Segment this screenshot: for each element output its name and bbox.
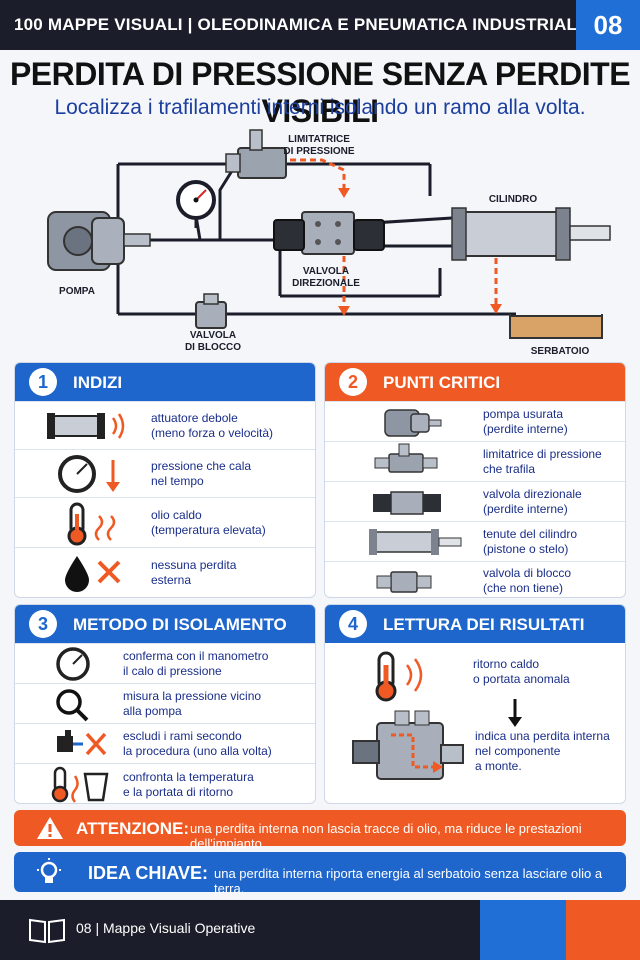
- pump-component: [47, 211, 151, 271]
- list-item: misura la pressione vicino alla pompa: [15, 683, 315, 723]
- panel-number: 3: [29, 610, 57, 638]
- block-valve-component: [195, 293, 227, 329]
- tank-label: SERBATOIO: [530, 346, 590, 357]
- item-text: escludi i rami secondo la procedura (uno…: [123, 729, 272, 758]
- panel-indizi: 1 INDIZI attuatore debole (meno forza o …: [14, 362, 316, 598]
- warning-banner: ATTENZIONE: una perdita interna non lasc…: [14, 810, 626, 851]
- block-valve-label: VALVOLA DI BLOCCO: [184, 330, 242, 353]
- key-idea-text: una perdita interna riporta energia al s…: [214, 866, 603, 896]
- item-text: limitatrice di pressione che trafila: [483, 447, 602, 476]
- list-item: escludi i rami secondo la procedura (uno…: [15, 723, 315, 763]
- book-icon: [29, 918, 65, 944]
- warning-label: ATTENZIONE:: [76, 819, 190, 838]
- panel-title: PUNTI CRITICI: [383, 373, 501, 392]
- panel-punti-critici: 2 PUNTI CRITICI pompa usurata (perdite i…: [324, 362, 626, 598]
- weak-actuator-icon: [47, 413, 125, 439]
- cylinder-component: [451, 207, 611, 261]
- footer-orange-block: [566, 900, 640, 960]
- top-bar: 100 MAPPE VISUALI | OLEODINAMICA E PNEUM…: [0, 0, 640, 50]
- panel-title: LETTURA DEI RISULTATI: [383, 615, 585, 634]
- cylinder-label: CILINDRO: [488, 194, 538, 205]
- gauge-dropping-icon: [58, 455, 120, 493]
- item-text: tenute del cilindro (pistone o stelo): [483, 527, 578, 556]
- item-text: pressione che cala nel tempo: [151, 459, 252, 488]
- list-item: confronta la temperatura e la portata di…: [15, 763, 315, 803]
- thermometer-hot-icon: [375, 651, 423, 702]
- panel-lettura-risultati: 4 LETTURA DEI RISULTATI ritorno caldo o …: [324, 604, 626, 804]
- list-item: valvola direzionale (perdite interne): [325, 481, 625, 521]
- thermometer-hot-icon: [67, 502, 116, 546]
- list-item: olio caldo (temperatura elevata): [15, 497, 315, 547]
- hydraulic-circuit-diagram: POMPA LIMITATRICE DI PRESSIONE VALVOLA D…: [0, 120, 640, 360]
- tank-component: [509, 314, 603, 339]
- cylinder-icon: [369, 529, 462, 555]
- item-text: misura la pressione vicino alla pompa: [123, 689, 262, 718]
- footer-blue-block: [480, 900, 566, 960]
- list-item: pompa usurata (perdite interne): [325, 401, 625, 441]
- pump-label: POMPA: [59, 286, 95, 297]
- panel-header: 4 LETTURA DEI RISULTATI: [325, 605, 625, 643]
- item-text: valvola direzionale (perdite interne): [483, 487, 582, 516]
- item-text: pompa usurata (perdite interne): [483, 407, 568, 436]
- list-item: tenute del cilindro (pistone o stelo): [325, 521, 625, 561]
- list-item: nessuna perdita esterna: [15, 547, 315, 597]
- valve-leak-icon: [352, 710, 464, 780]
- page-title: PERDITA DI PRESSIONE SENZA PERDITE VISIB…: [9, 56, 631, 129]
- panel-title: METODO DI ISOLAMENTO: [73, 615, 287, 634]
- page-subtitle: Localizza i trafilamenti interni isoland…: [54, 96, 586, 119]
- result-conclusion-text: indica una perdita interna nel component…: [475, 729, 610, 773]
- panel-number: 1: [29, 368, 57, 396]
- circuit-svg: [47, 129, 611, 339]
- result-condition-text: ritorno caldo o portata anomala: [473, 657, 570, 686]
- list-item: pressione che cala nel tempo: [15, 449, 315, 497]
- directional-valve-icon: [373, 491, 441, 515]
- magnifier-icon: [56, 689, 89, 722]
- map-number-badge: 08: [576, 0, 640, 50]
- panel-header: 3 METODO DI ISOLAMENTO: [15, 605, 315, 643]
- directional-valve-label: VALVOLA DIREZIONALE: [292, 266, 360, 289]
- list-item: attuatore debole (meno forza o velocità): [15, 401, 315, 449]
- pressure-gauge: [176, 180, 216, 228]
- panel-header: 1 INDIZI: [15, 363, 315, 401]
- warning-icon: [37, 817, 63, 839]
- item-text: conferma con il manometro il calo di pre…: [123, 649, 269, 678]
- down-arrow-icon: [508, 699, 522, 727]
- isolate-branch-icon: [57, 730, 107, 756]
- panel-number: 2: [339, 368, 367, 396]
- relief-valve-label: LIMITATRICE DI PRESSIONE: [283, 134, 355, 157]
- lightbulb-icon: [37, 858, 61, 883]
- item-text: attuatore debole (meno forza o velocità): [151, 411, 274, 440]
- series-title: 100 MAPPE VISUALI | OLEODINAMICA E PNEUM…: [14, 15, 589, 34]
- panel-title: INDIZI: [73, 373, 123, 392]
- relief-valve-component: [225, 129, 287, 179]
- item-text: olio caldo (temperatura elevata): [151, 508, 266, 537]
- list-item: conferma con il manometro il calo di pre…: [15, 643, 315, 683]
- item-text: nessuna perdita esterna: [151, 558, 237, 587]
- list-item: limitatrice di pressione che trafila: [325, 441, 625, 481]
- gauge-icon: [56, 647, 90, 681]
- panel-metodo-isolamento: 3 METODO DI ISOLAMENTO conferma con il m…: [14, 604, 316, 804]
- item-text: valvola di blocco (che non tiene): [483, 566, 572, 595]
- block-valve-icon: [376, 571, 432, 593]
- panel-header: 2 PUNTI CRITICI: [325, 363, 625, 401]
- footer: 08 | Mappe Visuali Operative: [0, 900, 640, 960]
- warning-text: una perdita interna non lascia tracce di…: [190, 821, 582, 851]
- key-idea-label: IDEA CHIAVE:: [88, 863, 209, 883]
- key-idea-banner: IDEA CHIAVE: una perdita interna riporta…: [14, 852, 626, 896]
- item-text: confronta la temperatura e la portata di…: [123, 770, 254, 799]
- footer-text: 08 | Mappe Visuali Operative: [76, 920, 256, 936]
- pump-icon: [384, 409, 442, 437]
- temp-flow-icon: [51, 766, 109, 803]
- list-item: valvola di blocco (che non tiene): [325, 561, 625, 597]
- no-drop-icon: [65, 556, 121, 592]
- panel-number: 4: [339, 610, 367, 638]
- relief-valve-icon: [374, 443, 438, 473]
- directional-valve-component: [273, 211, 385, 255]
